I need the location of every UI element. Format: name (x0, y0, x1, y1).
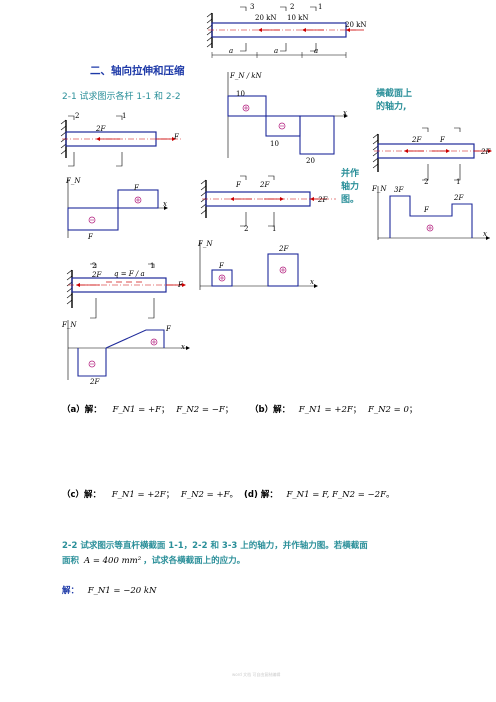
top-bar-figure (206, 6, 364, 58)
fig-b-diag-f: F (219, 262, 224, 270)
side-note-3: 图。 (341, 195, 360, 205)
answer-a-label: （a）解： (62, 405, 102, 415)
fig-b-axis-label: F_N (198, 240, 213, 248)
top-section-3: 3 (250, 3, 255, 11)
answer-c-row: （c）解： F_N1 = +2F； F_N2 = +F。 (62, 488, 238, 500)
answer-b-label: （b）解： (250, 405, 291, 415)
top-x-label: x (343, 109, 347, 117)
problem-2-2-solve-label: 解： (62, 586, 80, 596)
top-diag-10a: 10 (236, 90, 245, 98)
answer-c-eq1: F_N1 = +2F (111, 490, 166, 500)
top-section-2: 2 (290, 3, 295, 11)
fig-c-diagram (67, 320, 190, 380)
answer-a-sep: ； (161, 405, 170, 415)
answer-b-sep2: ； (408, 405, 418, 415)
top-length-2: a (274, 47, 279, 55)
fig-b-force-f: F (236, 181, 241, 189)
problem-2-2-line2-post: ，试求各横截面上的应力。 (143, 556, 246, 566)
fig-c-diag-2f: 2F (90, 378, 100, 386)
side-note-1: 并作 (341, 169, 360, 179)
answer-a-sep2: ； (224, 405, 234, 415)
problem-2-2-solve-eq: F_N1 = −20 kN (87, 586, 157, 596)
fig-c-load-q: q = F / a (114, 270, 145, 278)
fig-c-section-1: 1 (150, 262, 155, 270)
fig-a-force-2f: 2F (96, 125, 106, 133)
fig-c-force-f: F (178, 281, 183, 289)
answer-c-eq2: F_N2 = +F (180, 490, 230, 500)
fig-d-diag-3f: 3F (394, 186, 404, 194)
fig-b-bar (200, 175, 336, 227)
fig-a-section-2: 2 (75, 112, 80, 120)
answer-a-row: （a）解： F_N1 = +F； F_N2 = −F； (62, 403, 233, 415)
problem-2-1-prompt-cont: 横截面上 (376, 89, 413, 99)
fig-d-axis-label: F_N (372, 185, 387, 193)
top-force-diagram (227, 72, 348, 158)
fig-d-x-label: x (483, 230, 487, 238)
answer-a-eq2: F_N2 = −F (176, 405, 225, 415)
problem-2-2-line2-pre: 面积 (62, 556, 80, 566)
fig-a-x-label: x (163, 200, 167, 208)
top-length-3: a (314, 47, 319, 55)
fig-b-x-label: x (310, 278, 314, 286)
fig-a-diag-f2: F (134, 184, 139, 192)
fig-d-section-1: 1 (456, 178, 461, 186)
footer-watermark: word 文档 可自由复制编辑 (232, 672, 281, 677)
fig-b-force-2f-a: 2F (260, 181, 270, 189)
fig-c-bar (66, 263, 186, 319)
problem-2-2-line1: 2-2 试求图示等直杆横截面 1-1，2-2 和 3-3 上的轴力，并作轴力图。… (62, 541, 368, 551)
answer-c-label: （c）解： (62, 490, 102, 500)
top-diag-10b: 10 (270, 140, 279, 148)
fig-b-diagram (199, 240, 318, 290)
fig-d-diag-f: F (424, 206, 429, 214)
fig-c-section-2: 2 (92, 262, 97, 270)
problem-2-2-area: A = 400 mm² (83, 556, 142, 566)
top-force-20kn-a: 20 kN (255, 14, 277, 22)
top-force-20kn-b: 20 kN (345, 21, 367, 29)
fig-a-bar (60, 115, 182, 167)
fig-d-force-2f-a: 2F (412, 136, 422, 144)
top-axis-label: F_N / kN (230, 72, 262, 80)
fig-d-section-2: 2 (424, 178, 429, 186)
fig-b-diag-2f: 2F (279, 245, 289, 253)
fig-a-force-f: F (174, 133, 179, 141)
answer-b-eq2: F_N2 = 0 (367, 405, 409, 415)
answer-d-eq: F_N1 = F, F_N2 = −2F (286, 490, 386, 500)
fig-d-diagram (377, 186, 490, 240)
answer-b-eq1: F_N1 = +2F (298, 405, 353, 415)
answer-a-eq1: F_N1 = +F (112, 405, 161, 415)
fig-a-section-1: 1 (122, 112, 127, 120)
problem-2-1-prompt: 2-1 试求图示各杆 1-1 和 2-2 (62, 92, 181, 102)
problem-2-2-solution: 解： F_N1 = −20 kN (62, 584, 156, 596)
fig-d-force-2f-b: 2F (481, 148, 491, 156)
fig-c-axis-label: F_N (62, 321, 77, 329)
fig-a-diagram (67, 178, 168, 238)
problem-2-1-prompt-cont2: 的轴力, (376, 102, 407, 112)
top-length-1: a (229, 47, 234, 55)
answer-d-end: 。 (385, 490, 395, 500)
side-note-2: 轴力 (341, 182, 360, 192)
answer-d-row: (d) 解： F_N1 = F, F_N2 = −2F。 (244, 488, 395, 500)
fig-d-diag-2f: 2F (454, 194, 464, 202)
fig-b-section-1: 1 (272, 225, 277, 233)
answer-c-sep: ； (165, 490, 175, 500)
answer-b-row: （b）解： F_N1 = +2F； F_N2 = 0； (250, 403, 417, 415)
section-title: 二、轴向拉伸和压缩 (90, 65, 185, 77)
fig-d-bar (372, 127, 492, 181)
fig-d-force-f: F (440, 136, 445, 144)
fig-c-x-label: x (181, 343, 185, 351)
answer-b-sep: ； (352, 405, 362, 415)
fig-a-diag-f1: F (88, 233, 93, 241)
fig-c-force-2f: 2F (92, 271, 102, 279)
problem-2-2-line2: 面积 A = 400 mm²，试求各横截面上的应力。 (62, 555, 245, 568)
top-section-1: 1 (318, 3, 323, 11)
top-diag-20: 20 (306, 157, 315, 165)
fig-a-axis-label: F_N (66, 177, 81, 185)
answer-c-end: 。 (229, 490, 238, 500)
top-force-10kn: 10 kN (287, 14, 309, 22)
fig-c-diag-f: F (166, 325, 171, 333)
fig-b-force-2f-b: 2F (318, 196, 328, 204)
answer-d-label: (d) 解： (244, 490, 278, 500)
fig-b-section-2: 2 (244, 225, 249, 233)
